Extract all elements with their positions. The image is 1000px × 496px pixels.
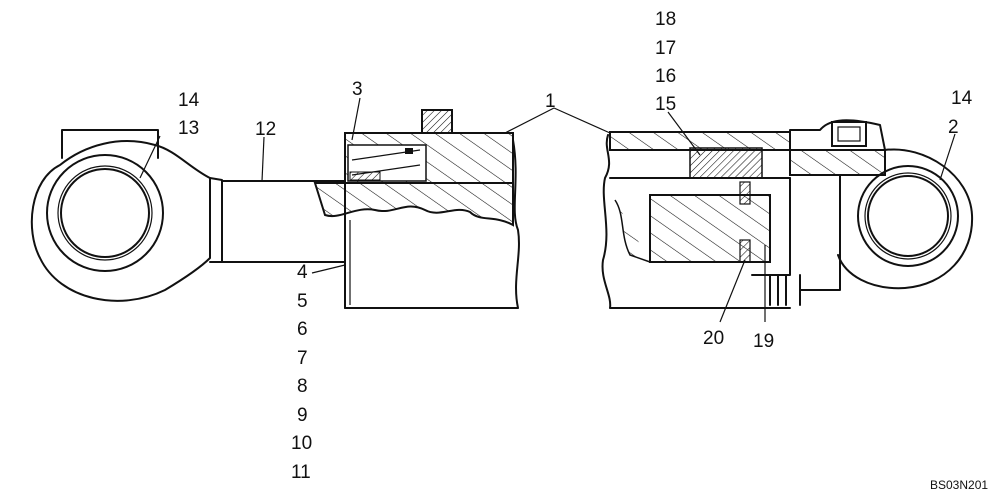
callout-8: 8 xyxy=(297,376,308,397)
callout-20: 20 xyxy=(703,328,724,349)
callout-2: 2 xyxy=(948,117,959,138)
leader-lines xyxy=(139,97,956,323)
callout-10: 10 xyxy=(291,433,312,454)
callout-5: 5 xyxy=(297,291,308,312)
gland-section xyxy=(313,109,520,309)
callout-14-right: 14 xyxy=(951,88,973,109)
drawing-code: BS03N201 xyxy=(930,478,988,492)
callout-4: 4 xyxy=(297,262,308,283)
callout-12: 12 xyxy=(255,119,276,140)
callout-13: 13 xyxy=(178,118,199,139)
callout-11: 11 xyxy=(291,462,311,483)
callout-7: 7 xyxy=(297,348,308,369)
callouts: 1 2 3 4 5 6 7 8 9 10 11 12 13 14 14 15 1… xyxy=(178,9,973,483)
callout-3: 3 xyxy=(352,79,363,100)
base-eye xyxy=(837,148,974,290)
callout-14-left: 14 xyxy=(178,90,200,111)
callout-15: 15 xyxy=(655,94,676,115)
callout-18: 18 xyxy=(655,9,676,30)
callout-19: 19 xyxy=(753,331,774,352)
callout-16: 16 xyxy=(655,66,676,87)
barrel-section xyxy=(601,119,886,309)
callout-6: 6 xyxy=(297,319,308,340)
callout-1: 1 xyxy=(545,91,556,112)
callout-9: 9 xyxy=(297,405,308,426)
callout-17: 17 xyxy=(655,38,676,59)
rod-eye xyxy=(30,129,223,302)
